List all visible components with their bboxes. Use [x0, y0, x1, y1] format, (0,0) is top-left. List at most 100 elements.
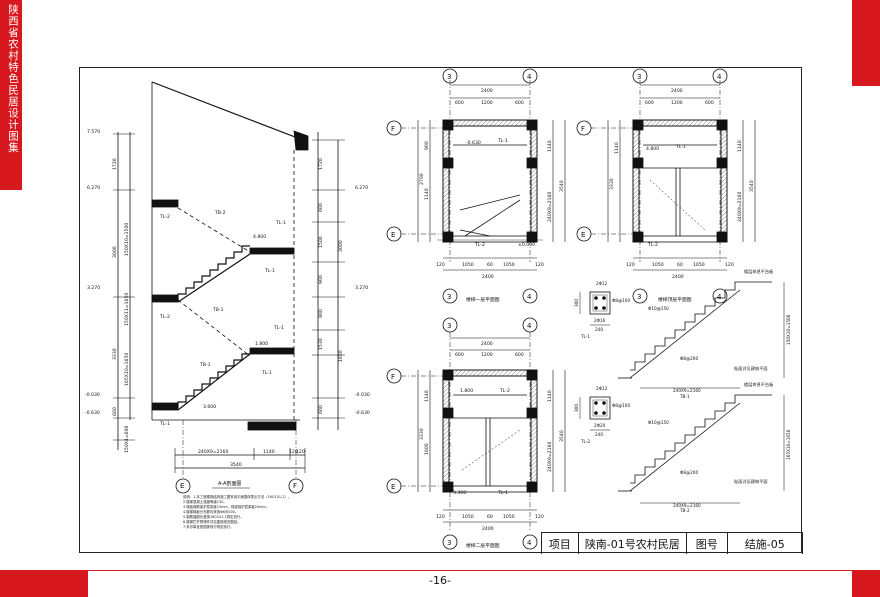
title-block-project-name: 陕南-01号农村民居	[579, 533, 687, 554]
p1-bot-dim-total: 2400	[482, 274, 494, 280]
section-label-13: 3.600	[203, 404, 216, 410]
p2-right-dim-c: 240X9=2160	[737, 192, 743, 222]
section-rdim-2: 600	[318, 203, 324, 212]
p2-axis-3-bot: 3	[637, 293, 641, 301]
p1-axis-3-bot: 3	[447, 293, 451, 301]
p2-axis-4-bot: 4	[717, 293, 722, 301]
p1-right-dim-b: 3540	[559, 180, 565, 192]
p2-label-c: 4.800	[646, 146, 659, 152]
p2-bot-dim-a: 120	[626, 262, 635, 268]
p2-left-dim-b: 1140	[614, 142, 620, 154]
note-line: 3.梯板钢筋保护层厚度15mm，梯梁保护层厚度20mm。	[183, 505, 270, 509]
p1-top-dim-c: 600	[515, 100, 524, 106]
detail-tb2-name: TB-2	[679, 508, 690, 513]
section-dim-v-6: 165X10=1650	[124, 353, 130, 386]
p2-top-dim-b: 1200	[671, 100, 683, 106]
p1-label-c: -0.630	[466, 140, 481, 146]
p3-label-d: TL-1	[497, 490, 508, 496]
detail-tb2-span: 240X9=2160	[673, 503, 701, 508]
detail-bar-3: 2Φ16	[594, 318, 606, 323]
p3-axis-f: F	[391, 373, 395, 381]
p2-axis-4-top: 4	[717, 73, 722, 81]
section-dim-v-3: 150X10=1500	[124, 223, 130, 256]
p1-left-dim-c: 900	[424, 141, 430, 150]
p2-right-dim-b: 3540	[749, 180, 755, 192]
p3-bot-dim-b: 1050	[462, 514, 474, 520]
detail-bar-4: 2Φ12	[596, 386, 608, 391]
corner-tab-bottom-right	[852, 571, 880, 597]
p2-label-b: TL-2	[647, 242, 658, 248]
p1-axis-f: F	[391, 125, 395, 133]
section-label-1: TL-2	[159, 214, 170, 220]
section-rlevel-3: -0.030	[355, 392, 370, 398]
section-level-1: 7.570	[87, 129, 100, 135]
p1-label-b: TL-2	[474, 242, 485, 248]
p3-axis-e: E	[391, 483, 395, 491]
section-dim-v-1: 1720	[112, 158, 118, 170]
detail-tb2-rise: 165X10=1650	[786, 429, 791, 460]
p2-top-dim-total: 2400	[671, 88, 683, 94]
p1-bot-dim-e: 120	[535, 262, 544, 268]
p3-bot-dim-a: 120	[436, 514, 445, 520]
detail-tl2-height: 300	[574, 404, 579, 412]
p3-bot-dim-d: 1050	[503, 514, 515, 520]
section-dim-v-2: 3000	[112, 246, 118, 258]
section-level-4: -0.030	[85, 392, 100, 398]
p2-label-a: TL-1	[675, 144, 686, 150]
detail-tl1-name: TL-1	[580, 334, 590, 339]
detail-bar-6: 2Φ20	[594, 423, 606, 428]
plan3-title: 楼梯二层平面图	[466, 542, 500, 549]
bottom-rule	[0, 570, 880, 571]
detail-tb2-note-a: 楼层休息平台板	[744, 381, 774, 388]
p3-axis-4-bot: 4	[527, 539, 532, 547]
section-label-2: TB-2	[214, 210, 226, 216]
section-axis-e: E	[180, 482, 184, 490]
p3-top-dim-a: 600	[455, 352, 464, 358]
section-title: A-A剖面图	[218, 480, 241, 487]
p1-top-dim-total: 2400	[481, 88, 493, 94]
section-label-8: TL-1	[159, 421, 170, 427]
section-rlevel-1: 6.270	[355, 185, 368, 191]
plan-3	[386, 317, 566, 550]
section-drawing	[113, 81, 345, 494]
section-label-9: TB-1	[199, 362, 211, 368]
p2-left-dim-a: 3330	[609, 178, 615, 190]
p3-label-c: 3.300	[453, 490, 466, 496]
p3-right-dim-b: 3540	[559, 430, 565, 442]
plan-2	[576, 68, 756, 304]
p1-bot-dim-d: 1050	[503, 262, 515, 268]
p3-top-dim-c: 600	[515, 352, 524, 358]
section-label-7: TL-1	[261, 370, 272, 376]
p1-bot-dim-c: 60	[487, 262, 493, 268]
p1-left-dim-b: 1140	[424, 188, 430, 200]
section-dim-v-5: 150X11=1650	[124, 293, 130, 326]
detail-tb1-note-b: 贴面详见建筑平面	[734, 365, 768, 372]
detail-tb2-bar-a: Φ10@150	[648, 420, 669, 425]
p1-right-dim-c: 240X9=2160	[547, 192, 553, 222]
section-rdim-4: 900	[318, 275, 324, 284]
section-rdim-9: 600	[318, 405, 324, 414]
p1-label-a: TL-1	[497, 138, 508, 144]
p3-left-dim-b: 1600	[424, 443, 430, 455]
p1-right-dim-a: 1140	[547, 140, 553, 152]
section-label-12: 1.800	[255, 341, 268, 347]
detail-bar-2: Φ8@100	[612, 298, 630, 303]
note-line: 4.楼梯梯板分布筋均采用Φ6@200。	[183, 510, 239, 514]
p3-axis-3-top: 3	[447, 322, 451, 330]
p1-axis-e: E	[391, 231, 395, 239]
p3-left-dim-a: 3330	[419, 428, 425, 440]
p3-right-dim-c: 240X9=2160	[547, 442, 553, 472]
title-block-drawing-no: 结施-05	[728, 533, 803, 554]
note-line: 2.楼梯混凝土强度等级C30。	[183, 500, 227, 504]
detail-tl2-name: TL-2	[580, 439, 590, 444]
sidebar-band: 陕西省农村特色民居设计图集	[0, 0, 22, 190]
p2-top-dim-a: 600	[645, 100, 654, 106]
p2-bot-dim-b: 1050	[652, 262, 664, 268]
detail-tb1-bar-b: Φ8@200	[680, 356, 698, 361]
detail-tb2-note-b: 贴面详见建筑平面	[734, 478, 768, 485]
p3-label-a: 1.800	[460, 388, 473, 394]
section-axis-f: F	[293, 482, 297, 490]
p1-left-dim-a: 2700	[419, 173, 425, 185]
note-line: 7.未尽事宜按国家现行规范执行。	[183, 525, 234, 529]
title-block-project-label: 项目	[542, 533, 579, 554]
